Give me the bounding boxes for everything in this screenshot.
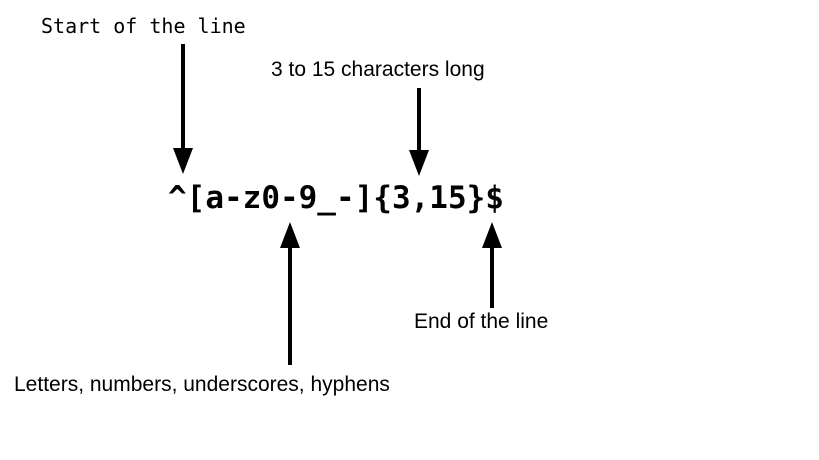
annotation-label-charset: Letters, numbers, underscores, hyphens	[14, 373, 390, 396]
arrow-end-of-line	[479, 222, 505, 308]
annotation-label-end-of-line: End of the line	[414, 310, 549, 333]
regex-pattern: ^[a-z0-9_-]{3,15}$	[168, 180, 504, 216]
arrow-length	[406, 88, 432, 176]
annotation-label-start-of-line: Start of the line	[41, 14, 246, 38]
arrow-start-of-line	[170, 44, 196, 174]
arrow-charset	[277, 222, 303, 365]
annotation-label-length: 3 to 15 characters long	[271, 58, 485, 81]
